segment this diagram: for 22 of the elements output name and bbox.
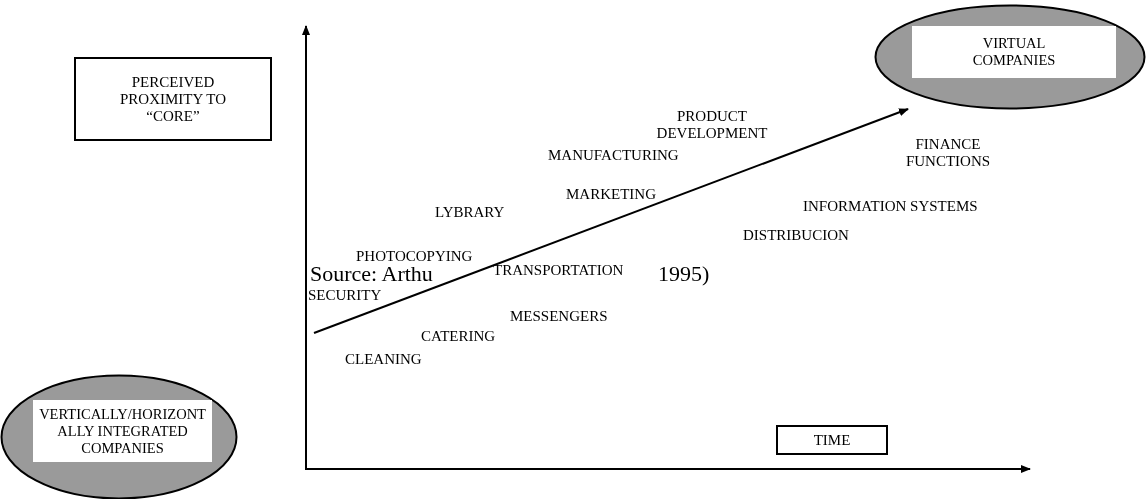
activity-label: INFORMATION SYSTEMS: [803, 198, 978, 215]
box-label: TIME: [813, 431, 851, 449]
activity-label: MANUFACTURING: [548, 147, 679, 164]
company-label: VIRTUAL COMPANIES: [971, 35, 1057, 70]
company-label: VERTICALLY/HORIZONT ALLY INTEGRATED COMPANIES: [38, 405, 207, 457]
activity-label: DISTRIBUCION: [743, 227, 849, 244]
activity-label: TRANSPORTATION: [493, 262, 624, 279]
label-box: [776, 425, 888, 455]
activity-label: CLEANING: [345, 351, 422, 368]
activity-label: Source: Arthu: [310, 262, 433, 286]
box-label: PERCEIVED PROXIMITY TO “CORE”: [119, 73, 227, 125]
activity-label: MESSENGERS: [510, 308, 608, 325]
activity-label: MARKETING: [566, 186, 656, 203]
activity-label: PHOTOCOPYING: [356, 248, 473, 265]
activity-label: PRODUCT DEVELOPMENT: [655, 108, 769, 142]
activity-label: 1995): [658, 262, 710, 286]
activity-label: FINANCE FUNCTIONS: [904, 136, 992, 170]
activity-label: CATERING: [421, 328, 496, 345]
activity-label: SECURITY: [308, 287, 382, 304]
label-box: [74, 57, 272, 141]
activity-label: LYBRARY: [435, 204, 505, 221]
company-ellipse: [874, 4, 1146, 110]
